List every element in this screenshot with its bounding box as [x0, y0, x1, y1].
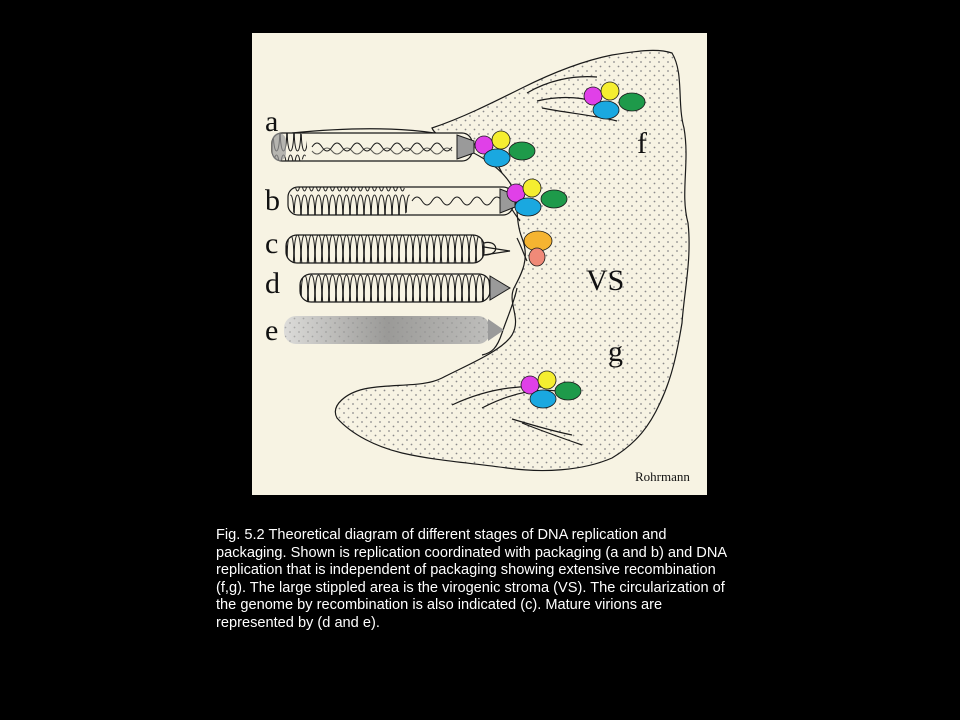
protein-complex-g [520, 370, 582, 409]
capsid-b [287, 186, 516, 216]
caption-line: packaging. Shown is replication coordina… [216, 544, 728, 561]
protein-complex-b [506, 178, 568, 217]
label-vs: VS [586, 264, 625, 297]
label-g: g [608, 335, 623, 368]
label-b: b [265, 184, 280, 217]
label-a: a [265, 105, 279, 138]
label-d: d [265, 267, 280, 300]
protein-complex-c [523, 230, 553, 267]
figure-caption: Fig. 5.2 Theoretical diagram of differen… [216, 527, 796, 633]
capsid-a [271, 132, 475, 162]
label-f: f [637, 127, 647, 160]
capsid-d [299, 273, 511, 303]
protein-complex-f [583, 81, 646, 120]
capsid-e [284, 316, 504, 344]
credit-label: Rohrmann [635, 469, 690, 484]
caption-line: replication that is independent of packa… [216, 562, 716, 579]
label-c: c [265, 227, 279, 260]
virogenic-stroma [334, 49, 690, 472]
capsid-c [285, 234, 511, 264]
figure-panel: a b c d e f g VS Rohrmann [252, 33, 707, 495]
label-e: e [265, 314, 279, 347]
protein-complex-a [474, 130, 536, 168]
caption-line: Fig. 5.2 Theoretical diagram of differen… [216, 527, 667, 543]
caption-line: represented by (d and e). [216, 614, 380, 631]
caption-line: (f,g). The large stippled area is the vi… [216, 579, 725, 596]
caption-line: the genome by recombination is also indi… [216, 597, 663, 614]
replication-diagram [271, 49, 690, 472]
